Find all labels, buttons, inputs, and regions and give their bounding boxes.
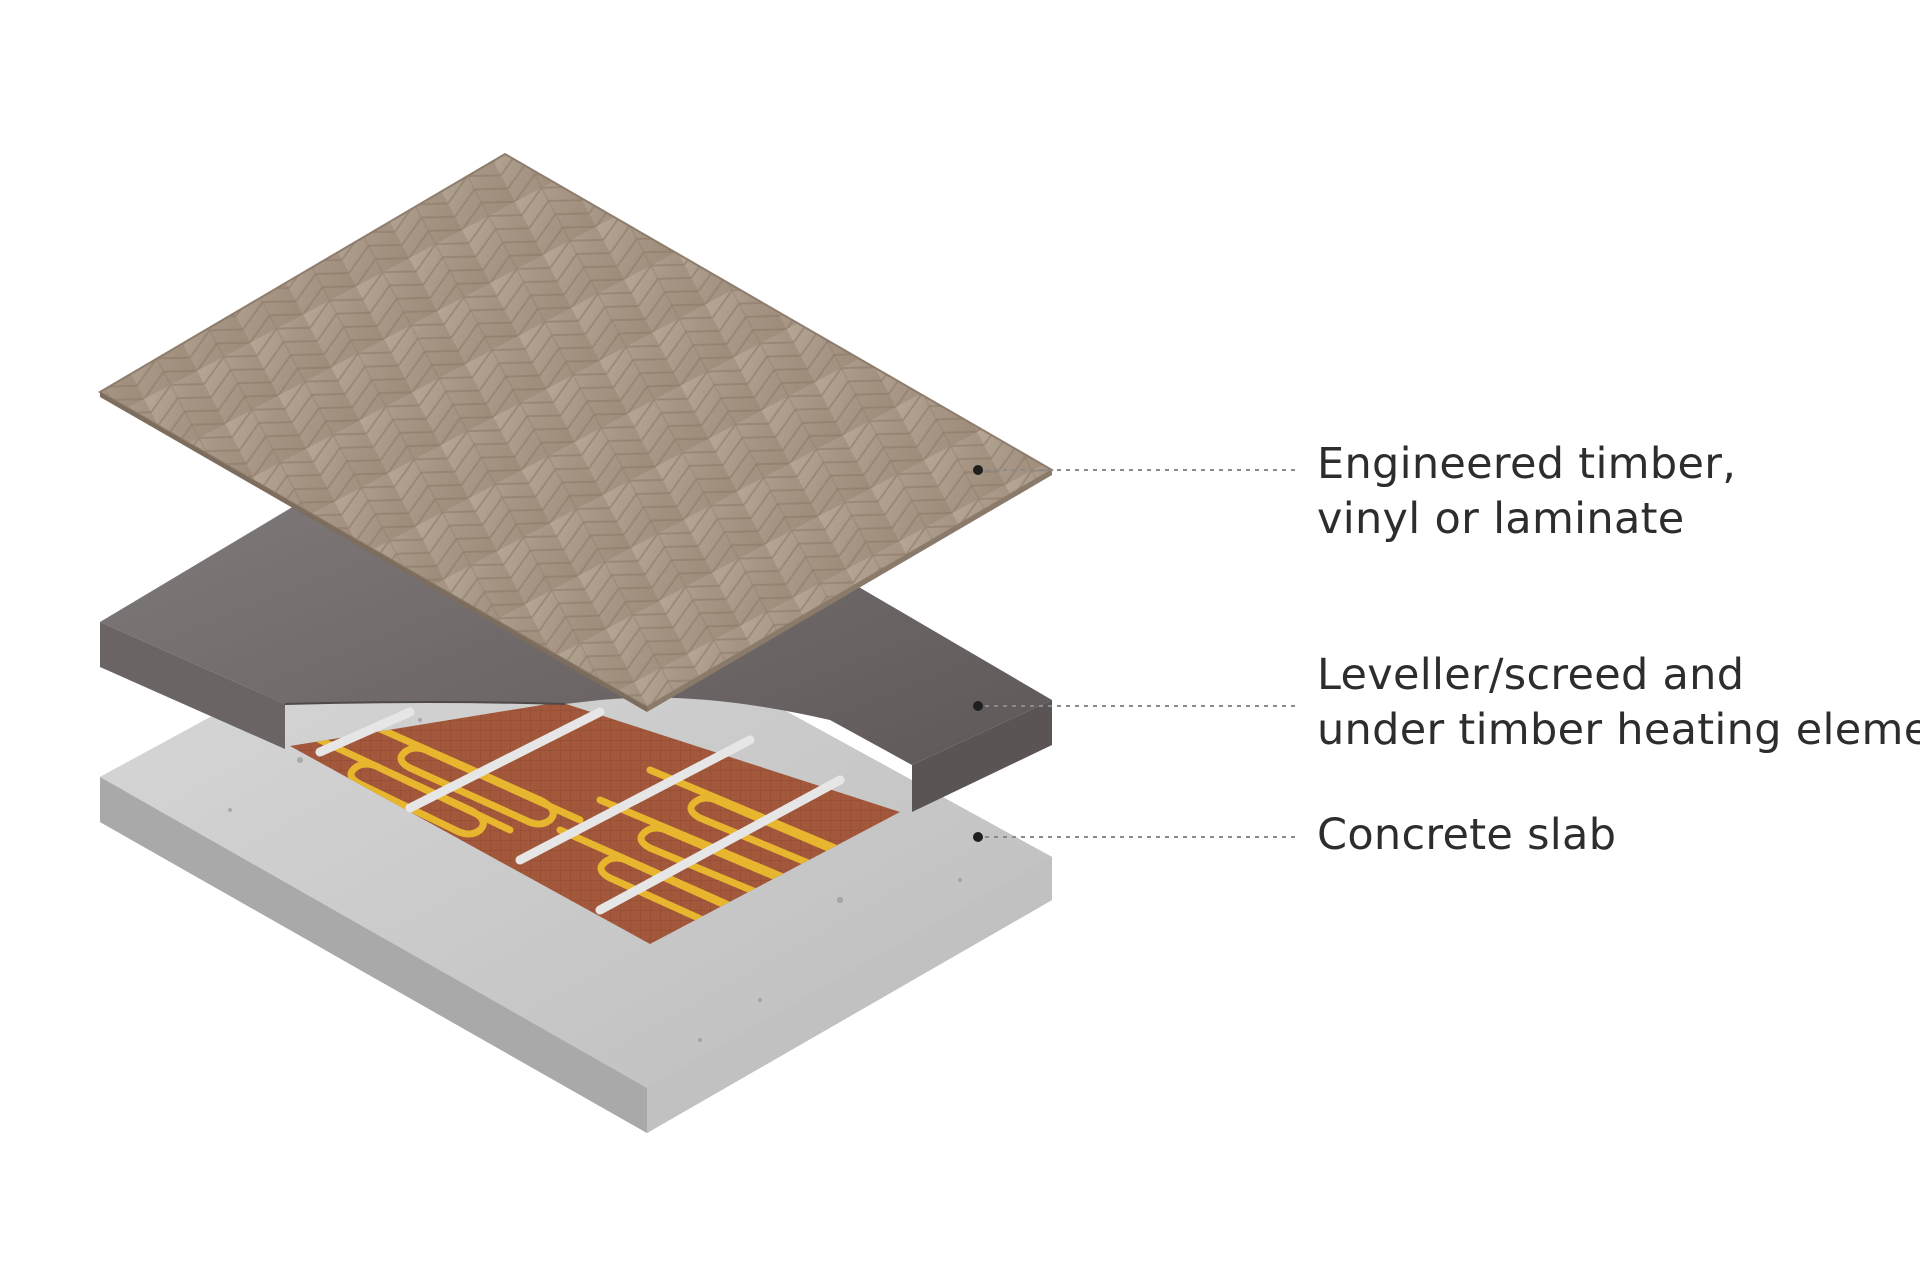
leader-timber (973, 465, 1295, 475)
timber-layer (98, 152, 1054, 712)
concrete-label: Concrete slab (1317, 808, 1616, 863)
leader-lines (973, 465, 1295, 842)
screed-label: Leveller/screed and under timber heating… (1317, 648, 1920, 758)
leader-screed (973, 701, 1295, 711)
timber-label-line-1: Engineered timber, (1317, 439, 1737, 489)
heating-element-mat (290, 702, 900, 944)
timber-label-line-2: vinyl or laminate (1317, 494, 1685, 544)
leader-concrete (973, 832, 1295, 842)
screed-label-line-2: under timber heating eleme (1317, 705, 1920, 755)
screed-label-line-1: Leveller/screed and (1317, 650, 1745, 700)
timber-label: Engineered timber, vinyl or laminate (1317, 437, 1736, 547)
concrete-label-line-1: Concrete slab (1317, 810, 1617, 860)
